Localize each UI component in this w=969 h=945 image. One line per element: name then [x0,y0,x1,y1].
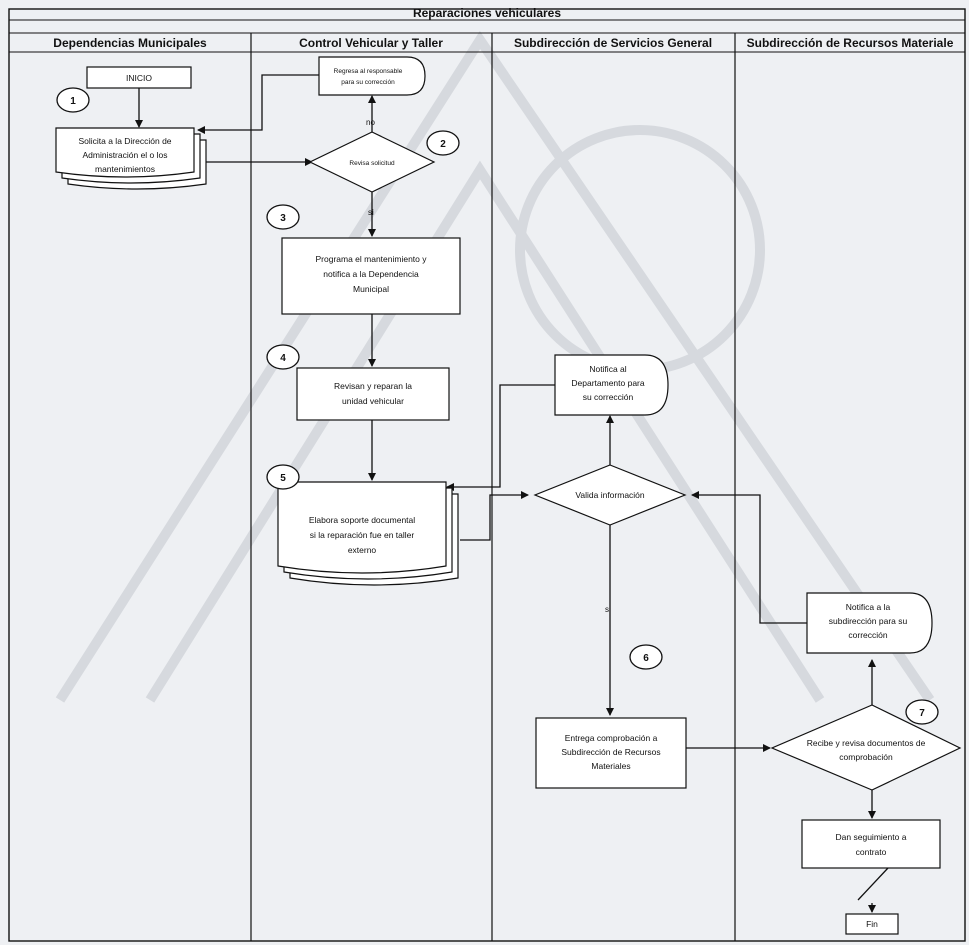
notifica-departamento-line-3: su corrección [583,392,634,402]
svg-text:3: 3 [280,213,286,224]
edge-dan-fin [857,867,889,901]
lane-header-recursos-materiales: Subdirección de Recursos Materiale [747,36,954,50]
valida-decision: Valida información [533,464,687,526]
solicita-line-1: Solicita a la Dirección de [78,136,171,146]
solicita-document: Solicita a la Dirección de Administració… [55,127,207,190]
programa-node: Programa el mantenimiento y notifica a l… [281,237,461,315]
recibe-line-2: comprobación [839,752,893,762]
step-marker-2: 2 [426,130,460,156]
revisa-solicitud-decision: Revisa solicitud [308,131,436,193]
edge-label-no: no [366,118,375,127]
step-marker-6: 6 [629,644,663,670]
edge-regresa-solicita [197,74,319,134]
entrega-node: Entrega comprobación a Subdirección de R… [535,717,687,789]
revisan-line-2: unidad vehicular [342,396,404,406]
solicita-line-3: mantenimientos [95,164,155,174]
elabora-document: Elabora soporte documental si la reparac… [277,481,459,586]
edge-notifica-sub-valida [691,491,807,624]
valida-label: Valida información [575,490,645,500]
programa-line-2: notifica a la Dependencia [323,269,419,279]
revisan-node: Revisan y reparan la unidad vehicular [296,367,450,421]
revisan-line-1: Revisan y reparan la [334,381,412,391]
dan-seguimiento-line-1: Dan seguimiento a [836,832,907,842]
step-marker-1: 1 [56,87,90,113]
notifica-subdireccion-node: Notifica a la subdirección para su corre… [806,592,933,654]
svg-text:2: 2 [440,139,446,150]
entrega-line-2: Subdirección de Recursos [561,747,660,757]
dan-seguimiento-line-2: contrato [856,847,887,857]
lane-header-servicios-generales: Subdirección de Servicios General [514,36,712,50]
diagram-title: Reparaciones vehiculares [413,6,561,20]
start-label: INICIO [126,73,152,83]
start-node [86,66,192,89]
svg-text:7: 7 [919,708,925,719]
end-node [845,913,899,935]
entrega-line-3: Materiales [591,761,630,771]
step-marker-4: 4 [266,344,300,370]
recibe-decision: Recibe y revisa documentos de comprobaci… [770,704,962,791]
edge-elabora-valida [460,491,529,541]
revisa-solicitud-label: Revisa solicitud [349,160,395,167]
programa-line-3: Municipal [353,284,389,294]
entrega-line-1: Entrega comprobación a [565,733,658,743]
regresa-line-2: para su corrección [341,79,395,86]
notifica-departamento-line-1: Notifica al [589,364,626,374]
regresa-line-1: Regresa al responsable [334,68,403,75]
dan-seguimiento-node: Dan seguimiento a contrato [801,819,941,869]
notifica-departamento-node: Notifica al Departamento para su correcc… [554,354,669,416]
edge-label-si: si [368,208,374,217]
edge-notifica-elabora [446,384,555,491]
elabora-line-1: Elabora soporte documental [309,515,415,525]
step-marker-5: 5 [266,464,300,490]
elabora-line-3: externo [348,545,377,555]
solicita-line-2: Administración el o los [82,150,167,160]
programa-line-1: Programa el mantenimiento y [315,254,427,264]
svg-text:5: 5 [280,473,286,484]
lane-header-dependencias: Dependencias Municipales [53,36,207,50]
lane-header-control-vehicular: Control Vehicular y Taller [299,36,443,50]
step-marker-7: 7 [905,699,939,725]
notifica-subdireccion-line-1: Notifica a la [846,602,891,612]
edge-label-si-valida: si [605,605,611,614]
svg-text:1: 1 [70,96,76,107]
step-marker-3: 3 [266,204,300,230]
notifica-subdireccion-line-2: subdirección para su [829,616,908,626]
recibe-line-1: Recibe y revisa documentos de [807,738,926,748]
svg-text:6: 6 [643,653,649,664]
notifica-departamento-line-2: Departamento para [571,378,645,388]
regresa-node: Regresa al responsable para su correcció… [318,56,426,96]
svg-text:4: 4 [280,353,286,364]
notifica-subdireccion-line-3: corrección [848,630,887,640]
end-label: Fin [866,919,878,929]
elabora-line-2: si la reparación fue en taller [310,530,415,540]
